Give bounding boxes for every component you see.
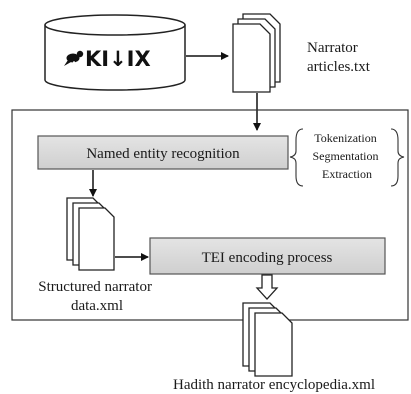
encyclopedia-label: Hadith narrator encyclopedia.xml bbox=[173, 377, 375, 393]
hollow-arrow-tei-to-encyclopedia bbox=[255, 274, 279, 300]
tei-label: TEI encoding process bbox=[202, 250, 333, 266]
processing-frame bbox=[11, 109, 409, 321]
left-brace bbox=[289, 128, 304, 187]
ner-steps-list: Tokenization Segmentation Extraction bbox=[313, 131, 382, 181]
kiwix-logo-text: KI↓IX bbox=[85, 47, 151, 71]
ner-box bbox=[37, 135, 289, 170]
kiwix-database-cylinder bbox=[44, 14, 186, 91]
ner-label: Named entity recognition bbox=[86, 146, 240, 162]
kiwix-bird-icon bbox=[64, 50, 84, 66]
right-brace bbox=[390, 128, 405, 187]
encyclopedia-document-stack bbox=[242, 302, 293, 377]
narrator-articles-label: Narrator articles.txt bbox=[307, 40, 371, 75]
structured-data-label: Structured narrator data.xml bbox=[38, 279, 155, 314]
structured-data-document-stack bbox=[66, 197, 115, 271]
tei-box bbox=[149, 237, 386, 275]
narrator-articles-document-stack bbox=[232, 13, 281, 93]
